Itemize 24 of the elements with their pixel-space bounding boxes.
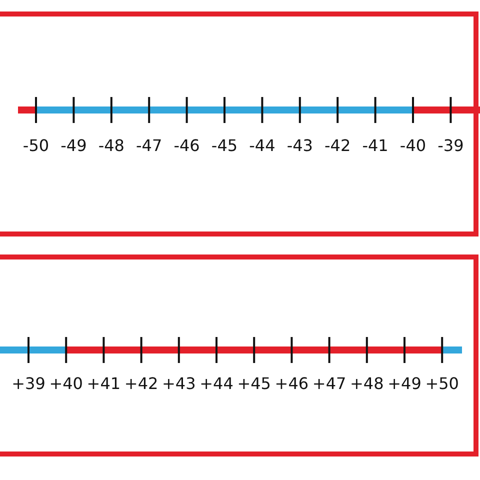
tick-label: +43 [162,374,196,393]
tick-label: +49 [388,374,422,393]
tick-label: +40 [49,374,83,393]
tick-label: -44 [249,136,276,155]
tick-label: -45 [211,136,238,155]
tick-label: -50 [22,136,50,155]
tick-label: +41 [86,374,121,393]
tick-label: +44 [200,374,234,393]
tick-label: +42 [124,374,158,393]
tick-label: +48 [350,374,384,393]
tick-label: +39 [12,374,46,393]
tick-label: -41 [362,136,388,155]
tick-label: -42 [324,136,351,155]
tick-label: +46 [274,374,309,393]
tick-label: -46 [174,136,200,155]
tick-label: -43 [286,136,313,155]
tick-label: -40 [400,136,426,155]
tick-label: +47 [312,374,346,393]
tick-label: -49 [60,136,87,155]
tick-label: -47 [136,136,162,155]
tick-label: -39 [438,136,464,155]
tick-label: -48 [98,136,124,155]
tick-label: +45 [237,374,271,393]
tick-label: +50 [425,374,459,393]
